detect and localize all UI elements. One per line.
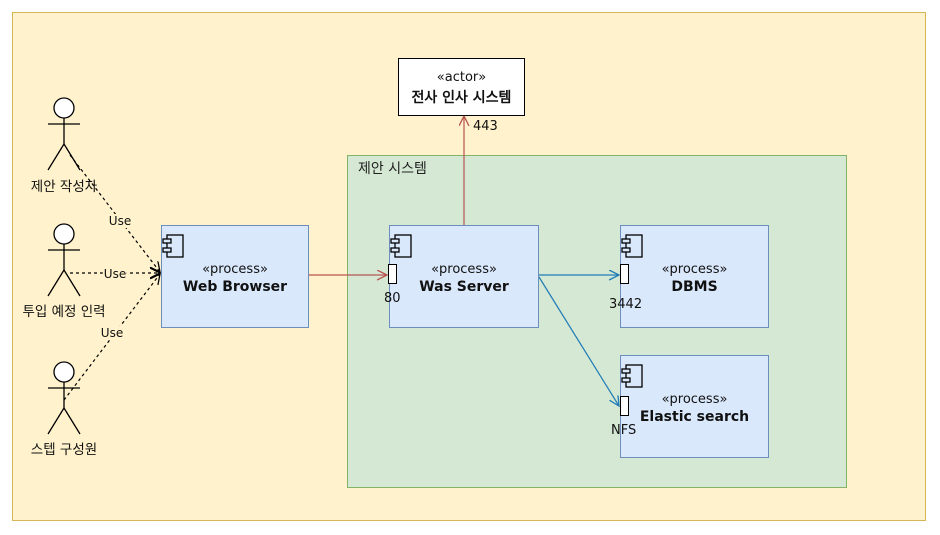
was-server-component[interactable]: «process» Was Server (389, 225, 539, 328)
actor-figure-2 (47, 223, 81, 297)
was-server-stereotype: «process» (431, 262, 497, 277)
edge-was-elastic (538, 276, 619, 406)
actor-label-2: 투입 예정 인력 (22, 304, 106, 320)
actor-label-3: 스텝 구성원 (30, 442, 98, 458)
web-browser-name: Web Browser (182, 279, 288, 295)
was-server-name: Was Server (419, 279, 509, 295)
actor-label-1: 제안 작성자 (30, 179, 98, 195)
web-browser-stereotype: «process» (202, 262, 268, 277)
elastic-port[interactable] (620, 396, 629, 416)
elastic-search-component[interactable]: «process» Elastic search (620, 355, 769, 458)
use-label-2: Use (102, 267, 128, 281)
subsystem-label: 제안 시스템 (358, 161, 427, 177)
web-browser-component[interactable]: «process» Web Browser (161, 225, 309, 328)
port-label-nfs: NFS (611, 423, 637, 438)
component-icon (162, 234, 184, 258)
dbms-port[interactable] (620, 264, 629, 284)
hr-system-name: 전사 인사 시스템 (411, 90, 512, 106)
component-icon (621, 234, 643, 258)
component-icon (621, 364, 643, 388)
port-label-80: 80 (384, 291, 401, 306)
actor-figure-3 (47, 361, 81, 435)
was-port[interactable] (388, 264, 397, 284)
elastic-name: Elastic search (639, 409, 750, 425)
dbms-stereotype: «process» (661, 262, 728, 277)
actor-figure-1 (47, 97, 81, 171)
dbms-name: DBMS (671, 279, 718, 295)
port-label-443: 443 (473, 119, 498, 134)
use-label-3: Use (99, 326, 125, 340)
hr-system-actor[interactable]: «actor» 전사 인사 시스템 (398, 58, 525, 116)
hr-system-stereotype: «actor» (436, 70, 487, 85)
component-icon (390, 234, 412, 258)
elastic-stereotype: «process» (661, 392, 728, 407)
use-edge-1 (69, 154, 160, 272)
dbms-component[interactable]: «process» DBMS (620, 225, 769, 328)
port-label-3442: 3442 (609, 297, 643, 312)
use-label-1: Use (107, 214, 133, 228)
